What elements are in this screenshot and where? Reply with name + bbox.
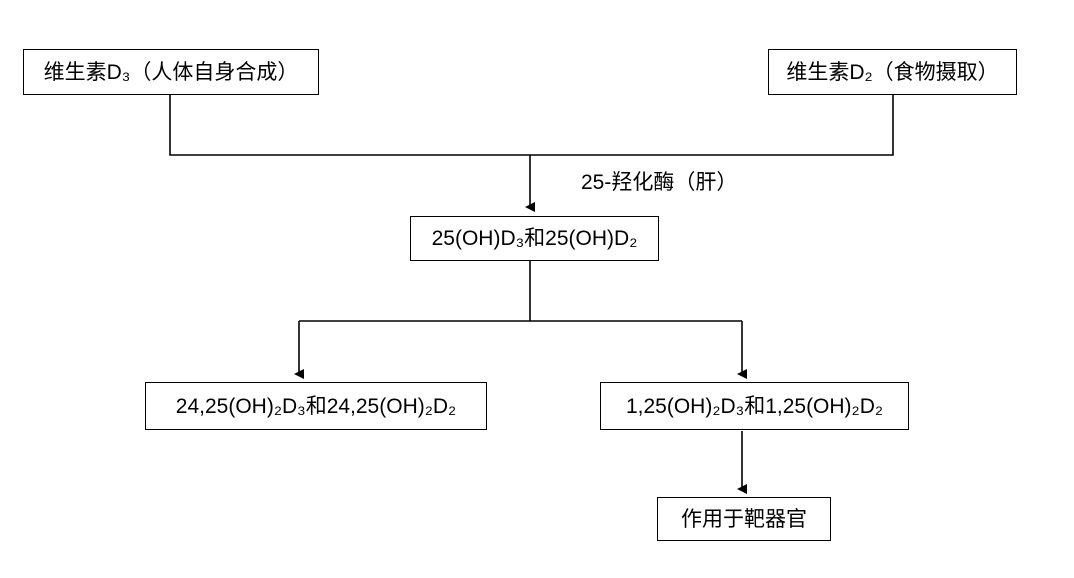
node-24-25-oh2-d-label: 24,25(OH)₂D₃和24,25(OH)₂D₂ — [175, 394, 457, 418]
edge-d3-to-bus — [169, 95, 530, 156]
node-1-25-oh2-d: 1,25(OH)₂D₃和1,25(OH)₂D₂ — [600, 382, 909, 430]
node-vitamin-d3: 维生素D₃（人体自身合成） — [23, 49, 319, 95]
node-1-25-oh2-d-label: 1,25(OH)₂D₃和1,25(OH)₂D₂ — [625, 394, 884, 418]
node-25-oh-d: 25(OH)D₃和25(OH)D₂ — [410, 216, 659, 261]
node-vitamin-d3-label: 维生素D₃（人体自身合成） — [43, 60, 299, 84]
edge-label-hydroxylase-liver: 25-羟化酶（肝） — [581, 171, 738, 194]
edge-d2-to-bus — [530, 95, 894, 156]
node-target-organ: 作用于靶器官 — [657, 497, 831, 541]
node-target-organ-label: 作用于靶器官 — [681, 507, 807, 531]
node-24-25-oh2-d: 24,25(OH)₂D₃和24,25(OH)₂D₂ — [145, 382, 487, 430]
node-vitamin-d2: 维生素D₂（食物摄取） — [768, 49, 1017, 95]
node-vitamin-d2-label: 维生素D₂（食物摄取） — [786, 60, 999, 84]
node-25-oh-d-label: 25(OH)D₃和25(OH)D₂ — [431, 227, 638, 250]
